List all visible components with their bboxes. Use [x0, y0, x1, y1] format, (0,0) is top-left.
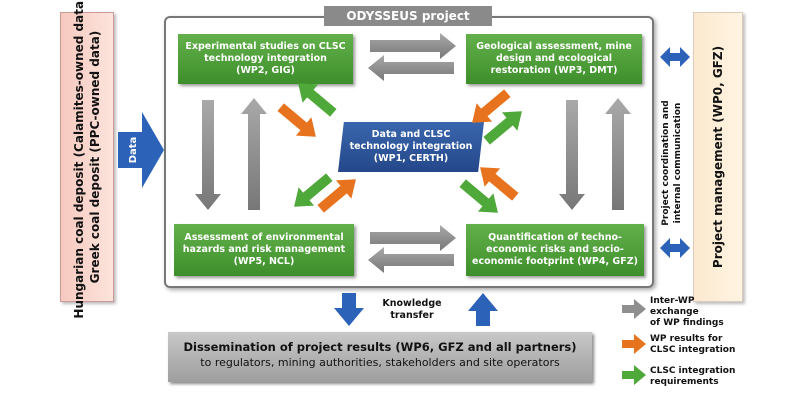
wp1-line3: (WP1, CERTH) [373, 153, 449, 164]
wp5-box: Assessment of environmental hazards and … [174, 224, 354, 276]
legend-orange-text: WP results for CLSC integration [650, 334, 770, 356]
data-arrow [118, 112, 164, 188]
knowledge-transfer-label: Knowledge transfer [372, 298, 452, 322]
wp2-box: Experimental studies on CLSC technology … [178, 34, 353, 84]
wp2-line3: (WP2, GIG) [236, 65, 295, 76]
wp5-line3: (WP5, NCL) [233, 256, 295, 267]
legend-green-line2: requirements [650, 377, 719, 387]
wp4-line2: economic risks and socio- [486, 244, 624, 255]
coordination-line2: internal communication [673, 102, 683, 224]
wp5-line2: hazards and risk management [182, 244, 346, 255]
green-arrow-wp1-to-wp4 [459, 179, 498, 213]
coordination-line1: Project coordination and [661, 100, 671, 226]
legend-orange-arrow [622, 334, 646, 354]
wp4-line1: Quantification of techno- [488, 232, 622, 243]
coordination-label: Project coordination and internal commun… [660, 96, 686, 230]
legend-green-arrow [622, 365, 646, 385]
dissemination-subtitle: to regulators, mining authorities, stake… [200, 356, 560, 369]
legend-gray-line2: exchange [650, 307, 699, 317]
gray-arrow-wp5-to-wp4 [370, 225, 456, 251]
green-arrow-wp1-to-wp2 [298, 83, 337, 117]
data-source-panel: Hungarian coal deposit (Calamites-owned … [60, 0, 114, 319]
gray-arrow-wp4-to-wp5 [368, 247, 454, 273]
legend-green-text: CLSC integration requirements [650, 366, 770, 388]
gray-arrow-wp2-to-wp5 [195, 100, 221, 210]
wp1-line2: technology integration [349, 141, 473, 152]
wp3-line1: Geological assessment, mine [476, 41, 632, 52]
knowledge-down-arrow [334, 293, 364, 326]
wp1-line1: Data and CLSC [371, 129, 451, 140]
legend-gray-line1: Inter-WP [650, 296, 695, 306]
wp5-line1: Assessment of environmental [184, 232, 344, 243]
wp4-box: Quantification of techno- economic risks… [466, 224, 644, 276]
data-arrow-label: Data [128, 136, 139, 164]
dissemination-title: Dissemination of project results (WP6, G… [183, 340, 577, 354]
wp1-box: Data and CLSC technology integration (WP… [338, 122, 484, 172]
green-arrow-wp1-to-wp5 [294, 173, 333, 207]
pm-double-arrow-bottom [660, 238, 690, 258]
wp3-line3: restoration (WP3, DMT) [490, 65, 618, 76]
orange-arrow-wp3-to-wp1 [472, 89, 511, 123]
legend-gray-line3: of WP findings [650, 318, 724, 328]
legend-gray-arrow [622, 299, 646, 319]
knowledge-transfer-line1: Knowledge [382, 298, 442, 309]
wp2-line1: Experimental studies on CLSC [185, 41, 346, 52]
gray-arrow-wp2-to-wp3 [370, 33, 456, 59]
knowledge-up-arrow [468, 293, 498, 326]
project-management-panel: Project management (WP0, GFZ) [693, 12, 743, 302]
wp3-line2: design and ecological [495, 53, 613, 64]
gray-arrow-wp5-to-wp2 [241, 98, 267, 210]
orange-arrow-wp5-to-wp1 [317, 179, 356, 213]
gray-arrow-wp3-to-wp4 [559, 100, 585, 210]
knowledge-transfer-line2: transfer [390, 310, 434, 321]
dissemination-box: Dissemination of project results (WP6, G… [168, 332, 592, 382]
wp3-box: Geological assessment, mine design and e… [466, 34, 642, 84]
legend-orange-line1: WP results for [650, 334, 723, 344]
legend-green-line1: CLSC integration [650, 366, 736, 376]
wp2-line2: technology integration [204, 53, 327, 64]
frame-title: ODYSSEUS project workflow [324, 6, 492, 43]
wp4-line3: economic footprint (WP4, GFZ) [472, 256, 638, 267]
orange-arrow-wp4-to-wp1 [480, 167, 519, 201]
green-arrow-wp1-to-wp3 [483, 111, 522, 145]
legend-orange-line2: CLSC integration [650, 345, 736, 355]
pm-double-arrow-top [660, 47, 690, 67]
gray-arrow-wp4-to-wp3 [605, 98, 631, 210]
orange-arrow-wp2-to-wp1 [277, 103, 316, 137]
gray-arrow-wp3-to-wp2 [368, 55, 454, 81]
legend-gray-text: Inter-WP exchange of WP findings [650, 296, 770, 329]
